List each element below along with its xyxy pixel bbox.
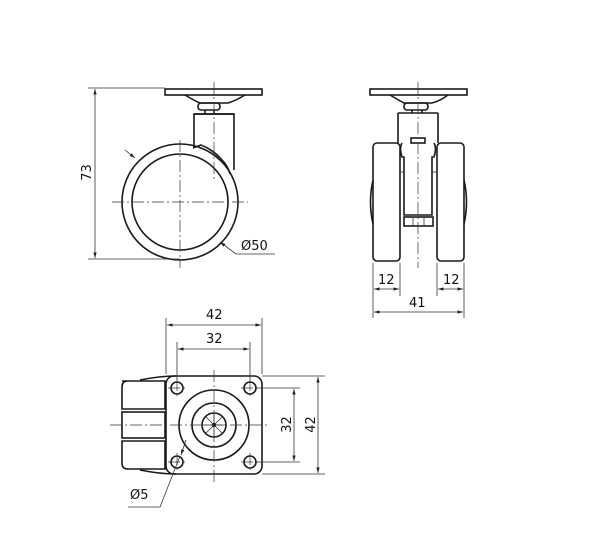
- hole-spacing-y-label: 32: [279, 416, 295, 433]
- wheel-diameter-label: Ø50: [241, 239, 268, 254]
- side-view: [88, 82, 275, 268]
- height-dimension-label: 73: [79, 164, 95, 181]
- left-wheel: [372, 142, 401, 262]
- hole-diameter-label: Ø5: [130, 488, 149, 503]
- front-view: [369, 82, 468, 318]
- swivel-bearing: [197, 102, 221, 111]
- plate-height-label: 42: [303, 416, 319, 433]
- diameter-leader: [219, 241, 275, 255]
- hole-spacing-x-label: 32: [206, 332, 223, 347]
- fork-hood: [192, 144, 231, 175]
- axle-nut: [403, 216, 434, 227]
- plate-width-label: 42: [206, 308, 223, 323]
- right-wheel: [436, 142, 465, 262]
- overall-width-label: 41: [409, 296, 426, 311]
- right-wheel-width-label: 12: [443, 273, 460, 288]
- mounting-plate: [164, 88, 263, 96]
- left-wheel-width-label: 12: [378, 273, 395, 288]
- plate-boss: [184, 94, 246, 104]
- hole-diameter-leader: [128, 455, 181, 508]
- bottom-view: [110, 318, 325, 508]
